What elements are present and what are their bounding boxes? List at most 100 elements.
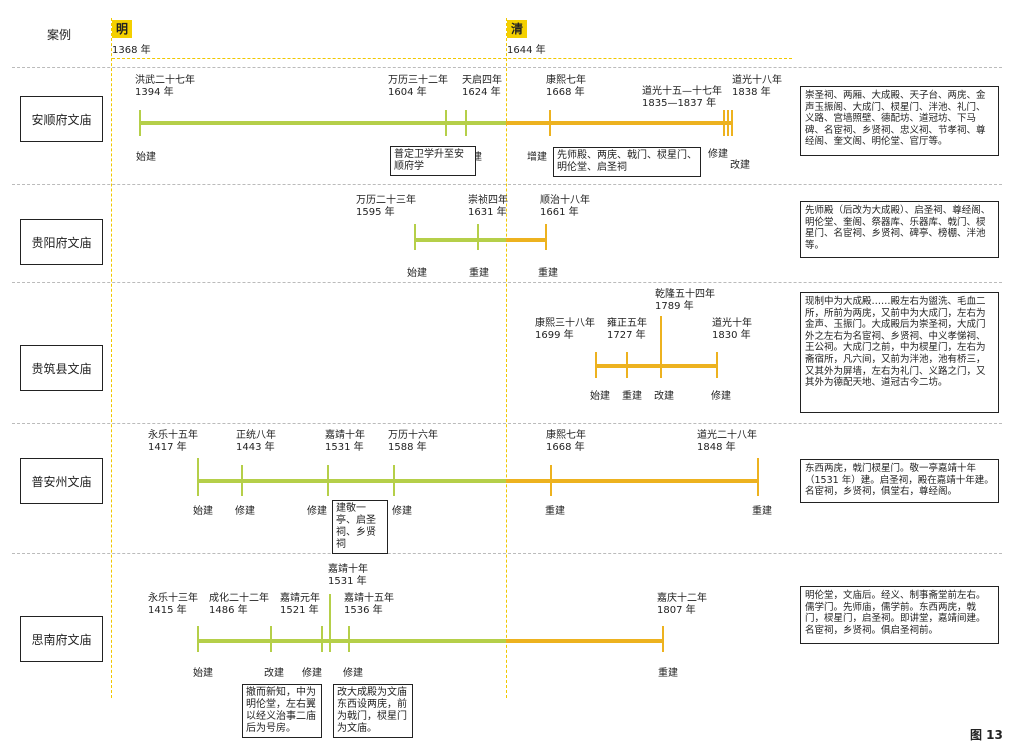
- ming-period-bar: [416, 238, 506, 242]
- ming-period-bar: [140, 121, 506, 125]
- case-puan: 普安州文庙: [20, 458, 103, 504]
- event-tick: [329, 594, 331, 652]
- action-label: 始建: [193, 668, 213, 679]
- event-tick: [393, 465, 395, 496]
- event-tick: [197, 626, 199, 652]
- event-tick: [550, 465, 552, 496]
- event-tick: [270, 626, 272, 652]
- ming-period-bar: [198, 639, 506, 643]
- row-separator: [12, 282, 1002, 283]
- event-tick: [595, 352, 597, 378]
- description-box: 东西两庑，戟门棂星门。敬一亭嘉靖十年（1531 年）建。启圣祠，殿在嘉靖十年建。…: [800, 459, 999, 503]
- action-label: 重建: [658, 668, 678, 679]
- row-separator: [12, 553, 1002, 554]
- description-box: 崇圣祠、两厢、大成殿、天子台、两庑、金声玉振阁、大成门、棂星门、泮池、礼门、义路…: [800, 86, 999, 156]
- action-label: 改建: [654, 391, 674, 402]
- event-tick: [445, 110, 447, 136]
- case-sinan: 思南府文庙: [20, 616, 103, 662]
- event-tick: [414, 224, 416, 250]
- ming-year: 1368 年: [112, 45, 151, 56]
- action-label: 修建: [711, 391, 731, 402]
- header-label: 案例: [47, 28, 72, 42]
- description-box: 现制中为大成殿……殿左右为盥洗、毛血二所，所前为两庑，又前中为大成门，左右为金声…: [800, 292, 999, 413]
- event-tick: [626, 352, 628, 378]
- action-label: 修建: [302, 668, 322, 679]
- action-label: 改建: [264, 668, 284, 679]
- event-tick: [660, 316, 662, 378]
- action-label: 重建: [538, 268, 558, 279]
- qing-period-bar: [506, 121, 733, 125]
- action-label: 始建: [136, 152, 156, 163]
- event-tick: [139, 110, 141, 136]
- action-label: 改建: [730, 160, 750, 171]
- event-tick: [348, 626, 350, 652]
- note-box: 改大成殿为文庙东西设两庑，前为戟门，棂星门为文庙。: [333, 684, 413, 738]
- figure-label: 图 13: [970, 728, 1003, 742]
- action-label: 修建: [307, 506, 327, 517]
- note-box: 建敬一亭、启圣祠、乡贤祠: [332, 500, 388, 554]
- description-box: 明伦堂，文庙后。经义、制事斋堂前左右。儒学门。先师庙，儒学前。东西两庑，戟门，棂…: [800, 586, 999, 644]
- note-box: 撤而新知，中为明伦堂，左右翼以经义治事二庙后为号房。: [242, 684, 322, 738]
- case-guizhu: 贵筑县文庙: [20, 345, 103, 391]
- qing-period-bar: [506, 639, 664, 643]
- action-label: 重建: [545, 506, 565, 517]
- qing-year: 1644 年: [507, 45, 546, 56]
- event-tick: [465, 110, 467, 136]
- note-box: 先师殿、两庑、戟门、棂星门、明伦堂、启圣祠: [553, 147, 701, 177]
- case-guiyang: 贵阳府文庙: [20, 219, 103, 265]
- action-label: 修建: [392, 506, 412, 517]
- event-tick: [321, 626, 323, 652]
- event-tick: [241, 465, 243, 496]
- row-separator: [12, 423, 1002, 424]
- event-tick: [731, 110, 733, 136]
- dynasty-guide-line: [112, 58, 792, 59]
- action-label: 修建: [235, 506, 255, 517]
- event-tick: [723, 110, 725, 136]
- event-tick: [545, 224, 547, 250]
- event-tick: [477, 224, 479, 250]
- case-anshun: 安顺府文庙: [20, 96, 103, 142]
- ming-period-bar: [198, 479, 506, 483]
- ming-guide-line: [111, 18, 112, 698]
- row-separator: [12, 67, 1002, 68]
- event-tick: [327, 465, 329, 496]
- event-tick: [662, 626, 664, 652]
- description-box: 先师殿（后改为大成殿）、启圣祠、尊经阁、明伦堂、奎阁、祭器库、乐器库、戟门、棂星…: [800, 201, 999, 258]
- action-label: 始建: [590, 391, 610, 402]
- action-label: 始建: [407, 268, 427, 279]
- row-separator: [12, 184, 1002, 185]
- action-label: 修建: [343, 668, 363, 679]
- note-box: 普定卫学升至安顺府学: [390, 146, 476, 176]
- ming-badge: 明: [112, 20, 132, 38]
- event-tick: [197, 458, 199, 496]
- qing-period-bar: [596, 364, 718, 368]
- event-tick: [727, 110, 729, 136]
- qing-badge: 清: [507, 20, 527, 38]
- qing-period-bar: [506, 479, 758, 483]
